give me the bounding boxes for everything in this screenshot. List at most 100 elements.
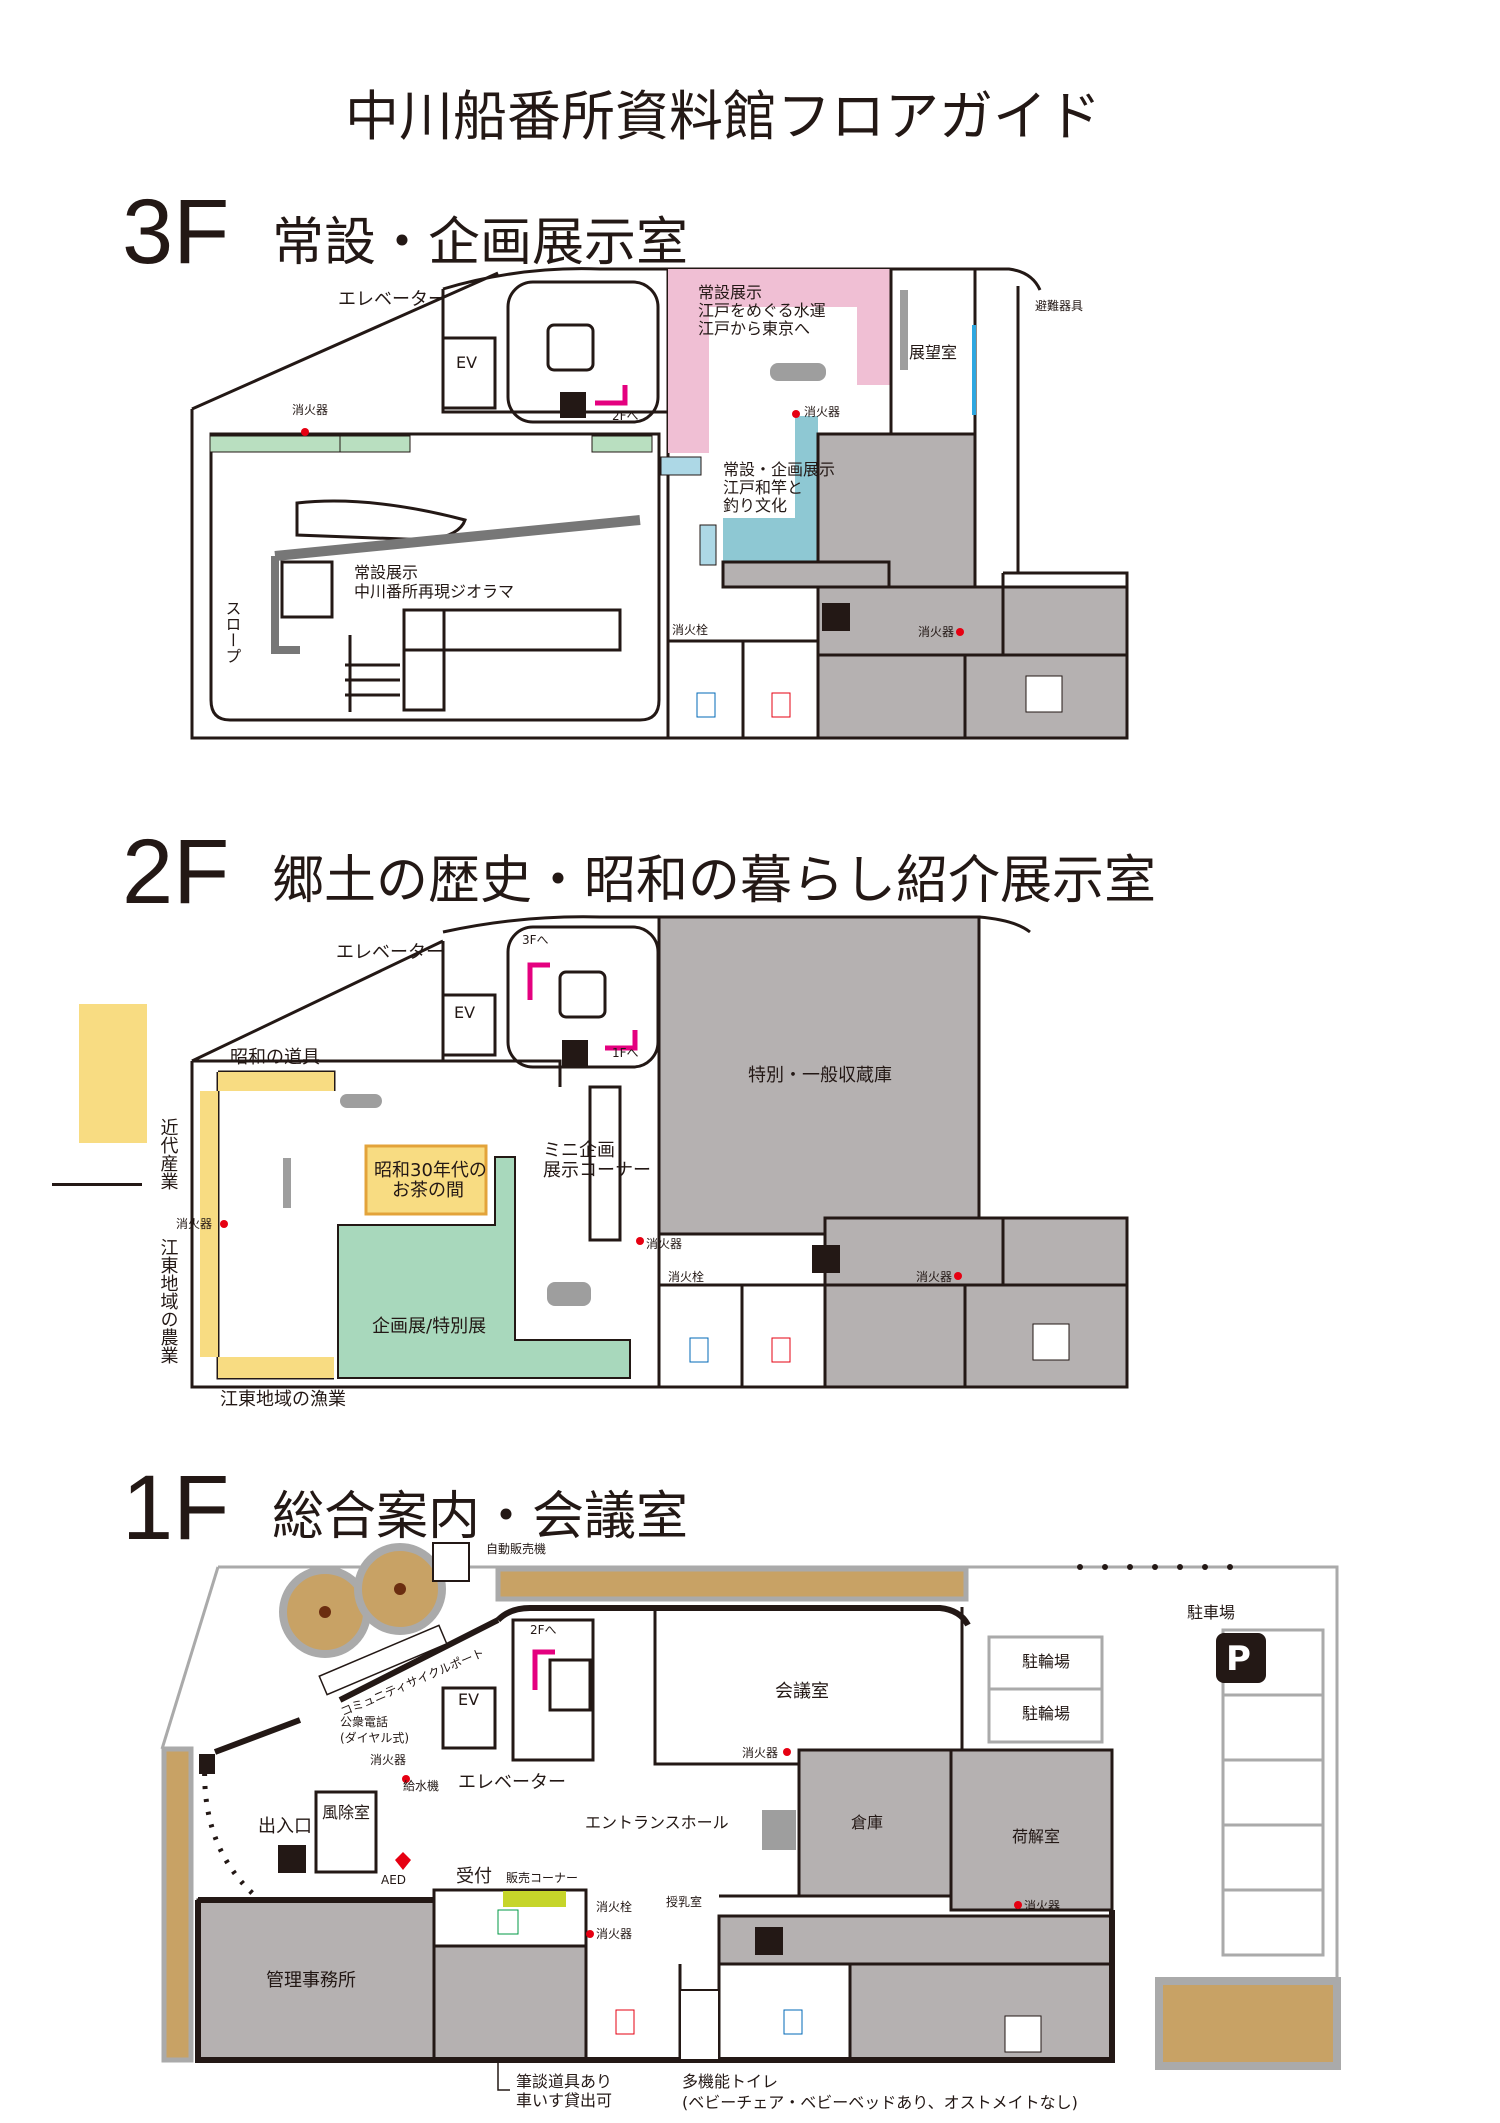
note-toilet: 多機能トイレ <box>682 2072 778 2091</box>
label-water: 給水機 <box>403 1778 439 1793</box>
exhibit-area-water-transport <box>668 269 893 453</box>
emergency-exit-icon[interactable] <box>278 1845 306 1873</box>
label-tea-room: お茶の間 <box>392 1180 464 1201</box>
label-entrance: 出入口 <box>258 1816 312 1837</box>
mens-toilet-icon <box>696 692 716 718</box>
womens-toilet-icon <box>771 692 791 718</box>
label-vending: 自動販売機 <box>486 1541 546 1556</box>
label-special-exhibit: 企画展/特別展 <box>372 1316 486 1337</box>
divider <box>52 1183 142 1186</box>
floor-3f-label: 3F <box>122 181 230 283</box>
floor-2f-plan: エレベーター EV 3Fへ 1Fへ 昭和の道具 近代産業 江東地域の農業 江東地… <box>158 915 1129 1410</box>
label-extinguisher: 消火器 <box>292 403 328 417</box>
note-reception: 車いす貸出可 <box>516 2091 612 2110</box>
aed-icon <box>395 1852 411 1870</box>
floor-3f-name: 常設・企画展示室 <box>272 213 689 273</box>
elevator-3f[interactable] <box>441 336 497 410</box>
label-phone: (ダイヤル式) <box>340 1730 409 1745</box>
label-extinguisher: 消火器 <box>176 1217 212 1231</box>
label-reception: 受付 <box>456 1866 492 1887</box>
shop-corner <box>503 1891 566 1907</box>
special-exhibit-area <box>337 1156 631 1379</box>
label-extinguisher: 消火器 <box>804 405 840 419</box>
up-arrow-icon <box>527 962 550 1000</box>
label-to-2f: 2Fへ <box>612 409 639 423</box>
mens-toilet-icon <box>783 2009 803 2035</box>
label-extinguisher: 消火器 <box>916 1270 952 1284</box>
label-bicycle: 駐輪場 <box>1022 1704 1070 1723</box>
label-ev: EV <box>454 1003 475 1022</box>
label-exhibit1: 常設展示 <box>698 283 762 302</box>
stairs-icon <box>1025 675 1063 713</box>
floor-3f-plan: エレベーター EV 消火器 2Fへ 常設展示 江戸をめぐる水運 江戸から東京へ … <box>190 267 1129 740</box>
label-agriculture: 江東地域の農業 <box>158 1238 179 1364</box>
stairs-icon <box>1032 1323 1070 1361</box>
staircase-3f <box>506 280 660 424</box>
label-diorama: 中川番所再現ジオラマ <box>354 582 514 601</box>
label-hydrant: 消火栓 <box>672 622 708 637</box>
label-extinguisher: 消火器 <box>646 1237 682 1251</box>
office-room <box>196 1898 436 2062</box>
label-modern-industry: 近代産業 <box>158 1118 179 1190</box>
label-nursing: 授乳室 <box>666 1894 702 1909</box>
note-reception: 筆談道具あり <box>516 2072 612 2091</box>
label-extinguisher: 消火器 <box>1024 1899 1060 1913</box>
label-parking: 駐車場 <box>1187 1603 1235 1622</box>
unpacking-room <box>949 1748 1114 1912</box>
elevator-1f[interactable] <box>441 1686 497 1750</box>
up-arrow-icon <box>595 385 628 406</box>
svg-text:P: P <box>1226 1639 1251 1679</box>
note-toilet: (ベビーチェア・ベビーベッドあり、オストメイトなし) <box>682 2093 1078 2112</box>
emergency-exit-icon <box>755 1927 783 1955</box>
label-mini-exhibit: 展示コーナー <box>543 1160 651 1181</box>
stairs-icon <box>548 1658 592 1712</box>
label-elevator: エレベーター <box>338 289 446 310</box>
floor-1f-plan: P 自動販売機 駐車場 駐輪場 駐輪場 会議室 コミュニティサイクルポート 公衆… <box>160 1541 1341 2112</box>
label-to-2f: 2Fへ <box>530 1623 557 1637</box>
label-phone: 公衆電話 <box>340 1714 388 1729</box>
label-elevator: エレベーター <box>458 1772 566 1793</box>
label-hydrant: 消火栓 <box>668 1269 704 1284</box>
label-exhibit1: 江戸から東京へ <box>698 319 810 338</box>
label-observation: 展望室 <box>909 343 957 362</box>
label-slope: スロープ <box>223 600 242 664</box>
stairs-icon <box>546 323 595 372</box>
label-exhibit2: 常設・企画展示 <box>723 460 835 479</box>
label-aed: AED <box>381 1873 406 1887</box>
stairs-icon <box>1004 2015 1042 2053</box>
label-elevator: エレベーター <box>336 942 444 963</box>
label-windbreak: 風除室 <box>322 1803 370 1822</box>
label-mini-exhibit: ミニ企画 <box>543 1140 615 1161</box>
label-exhibit1: 江戸をめぐる水運 <box>698 301 826 320</box>
storage-room <box>657 915 981 1236</box>
elevator-2f[interactable] <box>441 993 497 1057</box>
staircase-2f <box>506 925 660 1069</box>
floor-1f-name: 総合案内・会議室 <box>272 1487 689 1547</box>
emergency-exit-icon <box>822 603 850 631</box>
label-tea-room: 昭和30年代の <box>374 1160 487 1181</box>
label-fishery: 江東地域の漁業 <box>220 1389 346 1410</box>
label-extinguisher: 消火器 <box>596 1927 632 1941</box>
label-to-1f: 1Fへ <box>612 1046 639 1060</box>
label-extinguisher: 消火器 <box>742 1746 778 1760</box>
showa-tea-room <box>364 1144 488 1216</box>
multipurpose-toilet <box>679 1989 720 2061</box>
label-extinguisher: 消火器 <box>918 625 954 639</box>
label-office: 管理事務所 <box>266 1970 356 1991</box>
label-ev: EV <box>458 1690 479 1709</box>
womens-toilet-icon <box>771 1337 791 1363</box>
up-arrow-icon <box>532 1649 555 1690</box>
windbreak-room <box>314 1790 378 1874</box>
exhibit-area-fishing <box>723 416 818 562</box>
label-shop: 販売コーナー <box>506 1870 578 1885</box>
womens-toilet-icon <box>615 2009 635 2035</box>
label-entrance-hall: エントランスホール <box>585 1813 729 1832</box>
label-bicycle: 駐輪場 <box>1022 1652 1070 1671</box>
boat-model <box>295 499 467 542</box>
emergency-exit-icon <box>560 392 586 418</box>
stairs-icon <box>558 970 607 1019</box>
label-storage: 特別・一般収蔵庫 <box>748 1065 892 1086</box>
emergency-exit-icon <box>562 1040 588 1066</box>
floor-2f-label: 2F <box>122 821 230 923</box>
